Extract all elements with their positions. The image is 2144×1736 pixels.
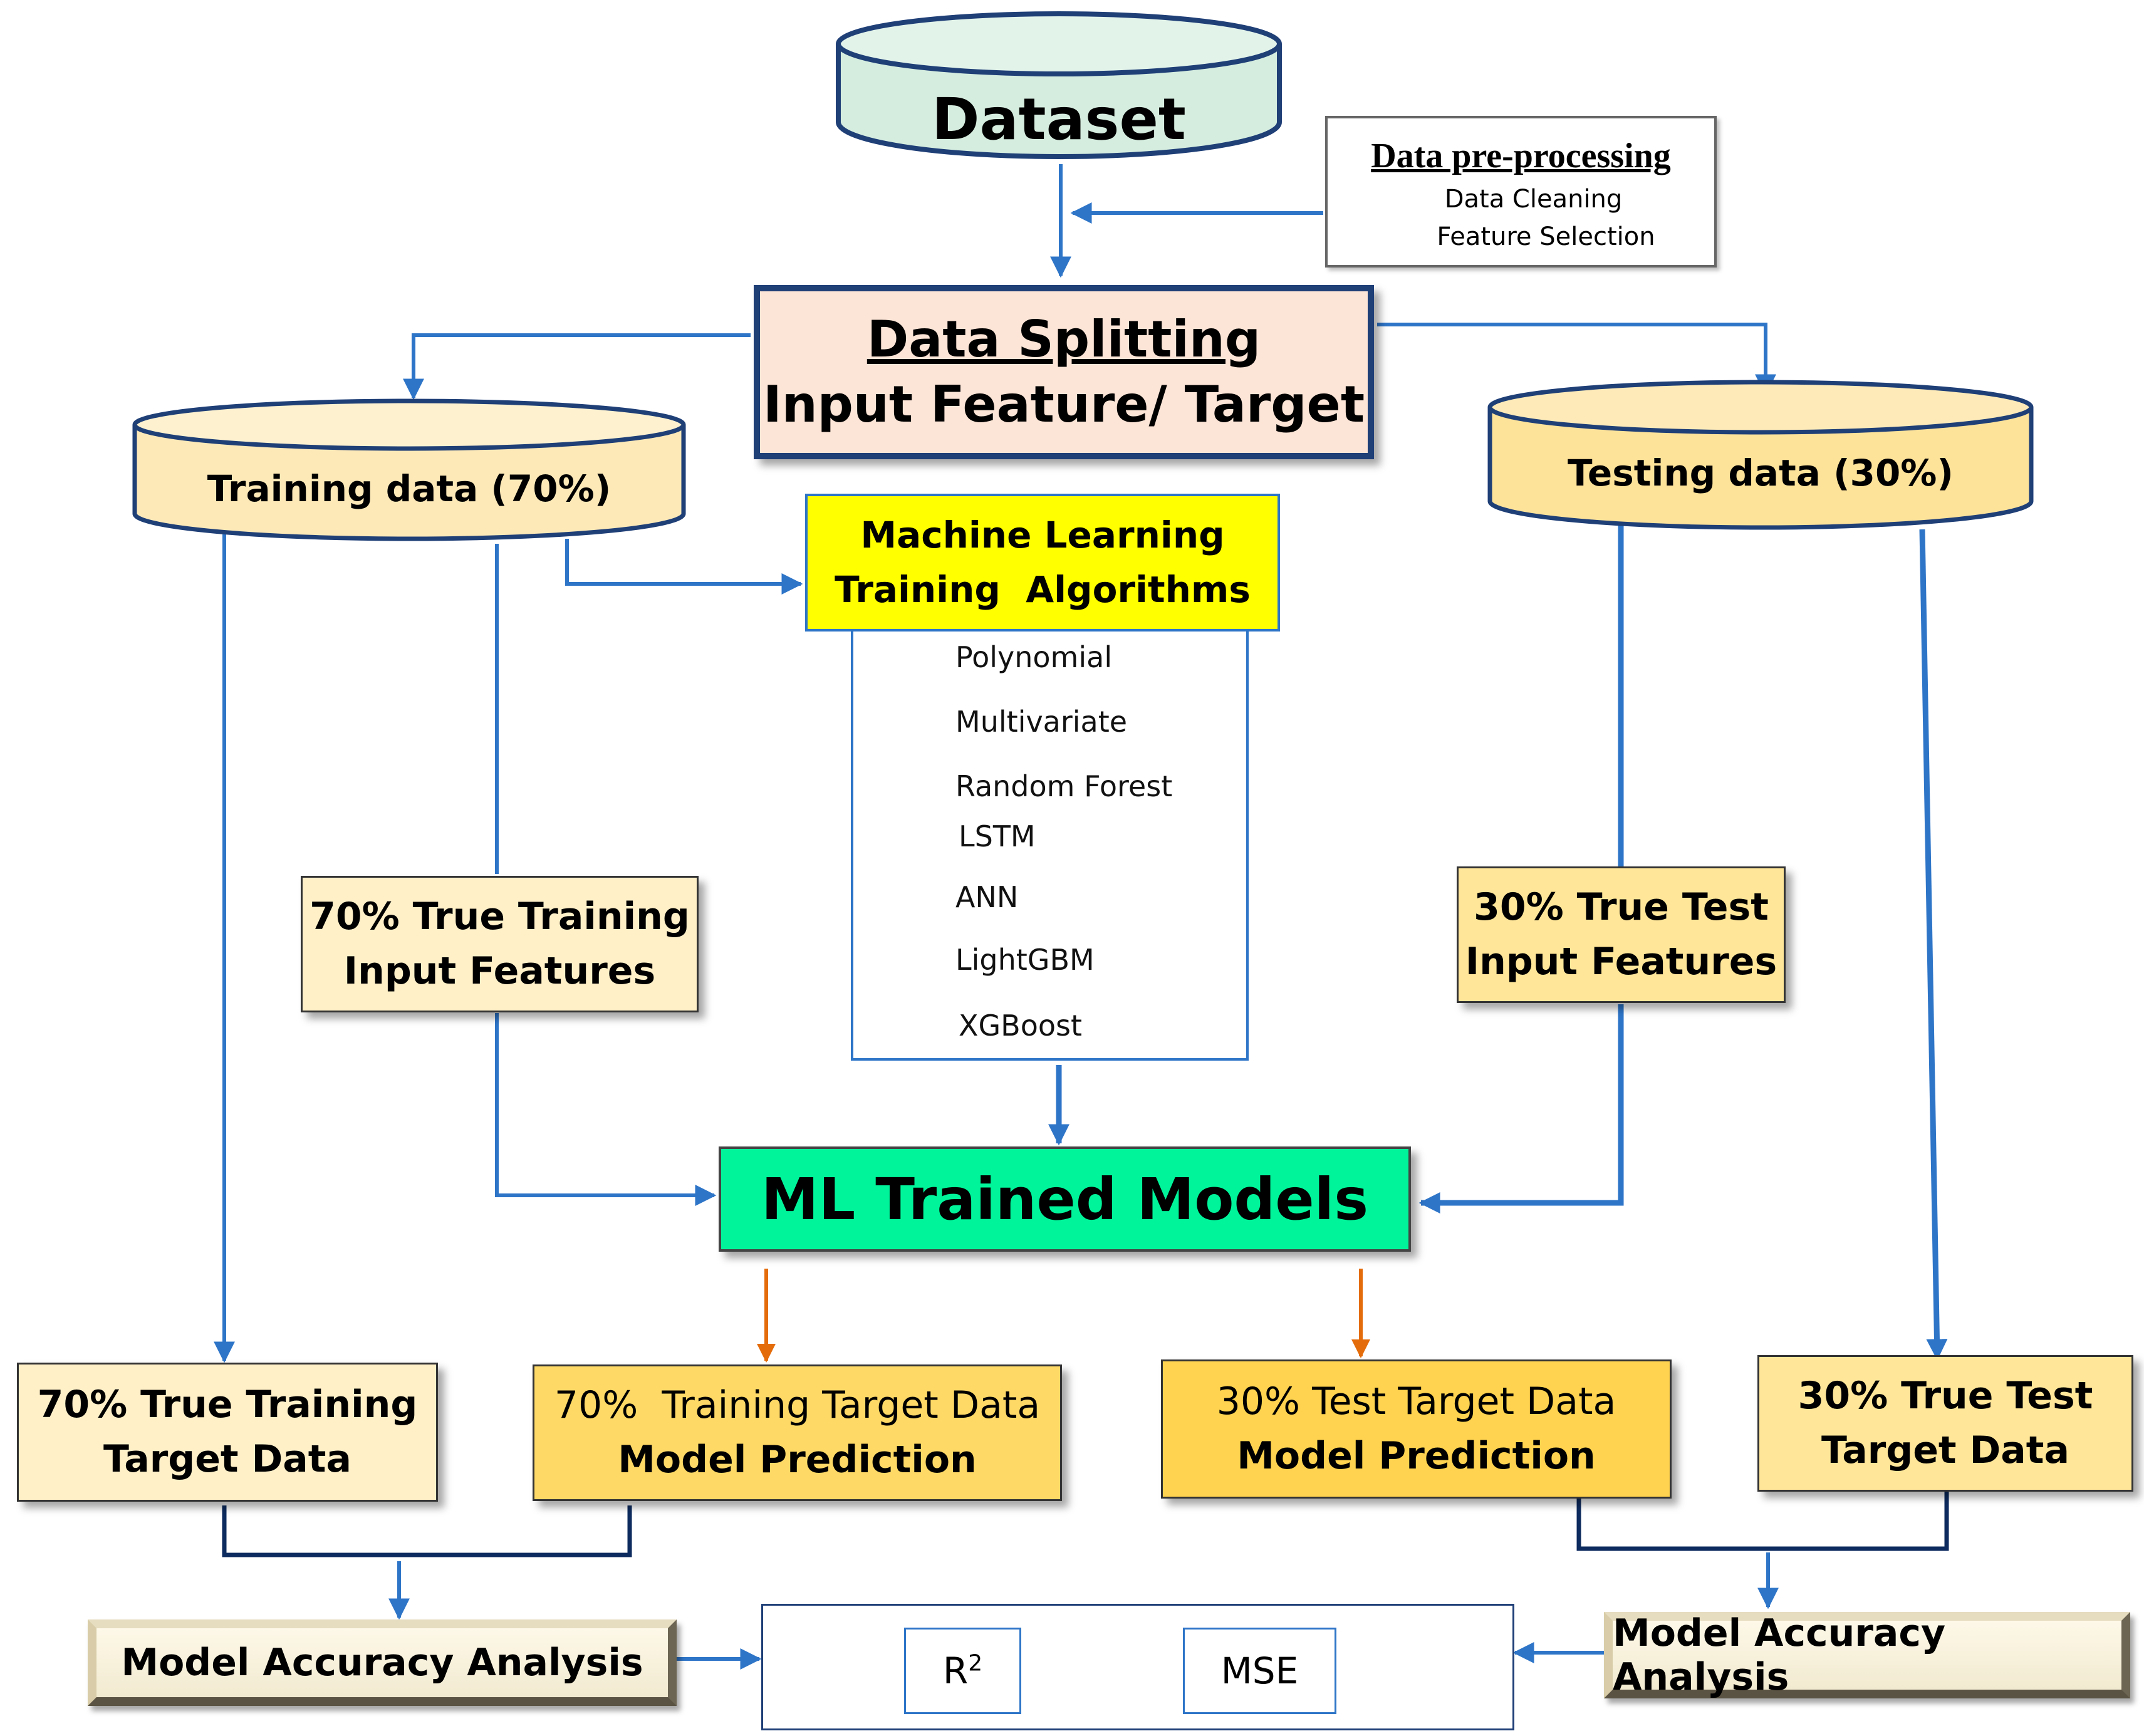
bracket-right bbox=[1576, 1491, 1949, 1551]
test-input-line2: Input Features bbox=[1465, 940, 1777, 984]
accuracy-right-label: Model Accuracy Analysis bbox=[1613, 1611, 1946, 1699]
ml-trained-models-label: ML Trained Models bbox=[761, 1165, 1368, 1233]
data-splitting-box: Data Splitting Input Feature/ Target bbox=[754, 285, 1374, 459]
train-prediction-box: 70% Training Target Data Model Predictio… bbox=[533, 1364, 1062, 1501]
testing-data-label: Testing data (30%) bbox=[1568, 452, 1954, 494]
accuracy-left-label: Model Accuracy Analysis bbox=[121, 1641, 643, 1685]
r-squared-base: R bbox=[942, 1650, 969, 1692]
training-data-label: Training data (70%) bbox=[207, 467, 611, 510]
algorithm-item: Random Forest bbox=[955, 769, 1173, 803]
ml-algorithms-title-line2: Training Algorithms bbox=[835, 568, 1251, 611]
dataset-label: Dataset bbox=[932, 85, 1186, 153]
test-prediction-line2: Model Prediction bbox=[1237, 1434, 1596, 1478]
test-input-line1: 30% True Test bbox=[1474, 885, 1769, 929]
r-squared-sup: 2 bbox=[968, 1650, 983, 1676]
test-target-line2: Target Data bbox=[1821, 1428, 2069, 1472]
test-input-features-box: 30% True Test Input Features bbox=[1457, 866, 1786, 1003]
arrow-training-to-algorithms bbox=[565, 539, 803, 595]
algorithm-item: XGBoost bbox=[959, 1009, 1083, 1042]
ml-trained-models-box: ML Trained Models bbox=[719, 1146, 1411, 1252]
data-splitting-title: Data Splitting bbox=[866, 310, 1261, 368]
test-prediction-box: 30% Test Target Data Model Prediction bbox=[1161, 1359, 1672, 1499]
train-input-line1: 70% True Training bbox=[310, 895, 690, 938]
arrow-splitting-to-training bbox=[403, 333, 751, 400]
mse-box: MSE bbox=[1183, 1628, 1336, 1714]
dataset-cylinder bbox=[836, 11, 1282, 159]
preprocessing-box: Data pre-processing Data Cleaning Featur… bbox=[1325, 116, 1717, 268]
test-true-target-box: 30% True Test Target Data bbox=[1757, 1355, 2133, 1492]
mse-label: MSE bbox=[1220, 1650, 1299, 1692]
model-accuracy-analysis-left: Model Accuracy Analysis bbox=[88, 1619, 677, 1706]
r-squared-box: R2 bbox=[904, 1628, 1021, 1714]
model-accuracy-analysis-right: Model Accuracy Analysis bbox=[1604, 1611, 2130, 1699]
ml-algorithms-list-box bbox=[851, 632, 1249, 1061]
train-target-line1: 70% True Training bbox=[37, 1383, 418, 1427]
arrow-test-input-to-models bbox=[1418, 1004, 1624, 1214]
test-target-line1: 30% True Test bbox=[1798, 1374, 2093, 1418]
test-prediction-line1: 30% Test Target Data bbox=[1216, 1380, 1616, 1423]
preprocessing-title: Data pre-processing bbox=[1371, 137, 1671, 175]
train-true-target-box: 70% True Training Target Data bbox=[17, 1363, 438, 1502]
algorithm-item: ANN bbox=[955, 880, 1019, 914]
ml-algorithms-title-line1: Machine Learning bbox=[860, 514, 1225, 556]
arrow-splitting-to-testing bbox=[1377, 323, 1776, 396]
train-prediction-line2: Model Prediction bbox=[618, 1438, 977, 1482]
training-data-cylinder bbox=[132, 398, 686, 541]
preprocessing-item: Feature Selection bbox=[1437, 222, 1655, 251]
algorithm-item: Multivariate bbox=[955, 705, 1128, 739]
data-splitting-subtitle: Input Feature/ Target bbox=[762, 375, 1365, 434]
arrow-train-input-to-models bbox=[495, 1013, 717, 1206]
bracket-left bbox=[222, 1505, 632, 1557]
metrics-box bbox=[761, 1604, 1514, 1730]
r-squared-label: R2 bbox=[943, 1650, 982, 1692]
preprocessing-item: Data Cleaning bbox=[1444, 185, 1623, 214]
testing-data-cylinder bbox=[1487, 380, 2034, 530]
algorithm-item: LSTM bbox=[959, 819, 1036, 853]
ml-algorithms-title-box: Machine Learning Training Algorithms bbox=[805, 494, 1280, 632]
arrow-testing-to-test-target bbox=[1919, 529, 1948, 1361]
train-target-line2: Target Data bbox=[103, 1437, 351, 1481]
train-input-features-box: 70% True Training Input Features bbox=[301, 876, 699, 1012]
algorithm-item: LightGBM bbox=[955, 943, 1095, 977]
train-prediction-line1: 70% Training Target Data bbox=[554, 1383, 1041, 1427]
train-input-line2: Input Features bbox=[343, 949, 656, 993]
algorithm-item: Polynomial bbox=[955, 640, 1113, 674]
